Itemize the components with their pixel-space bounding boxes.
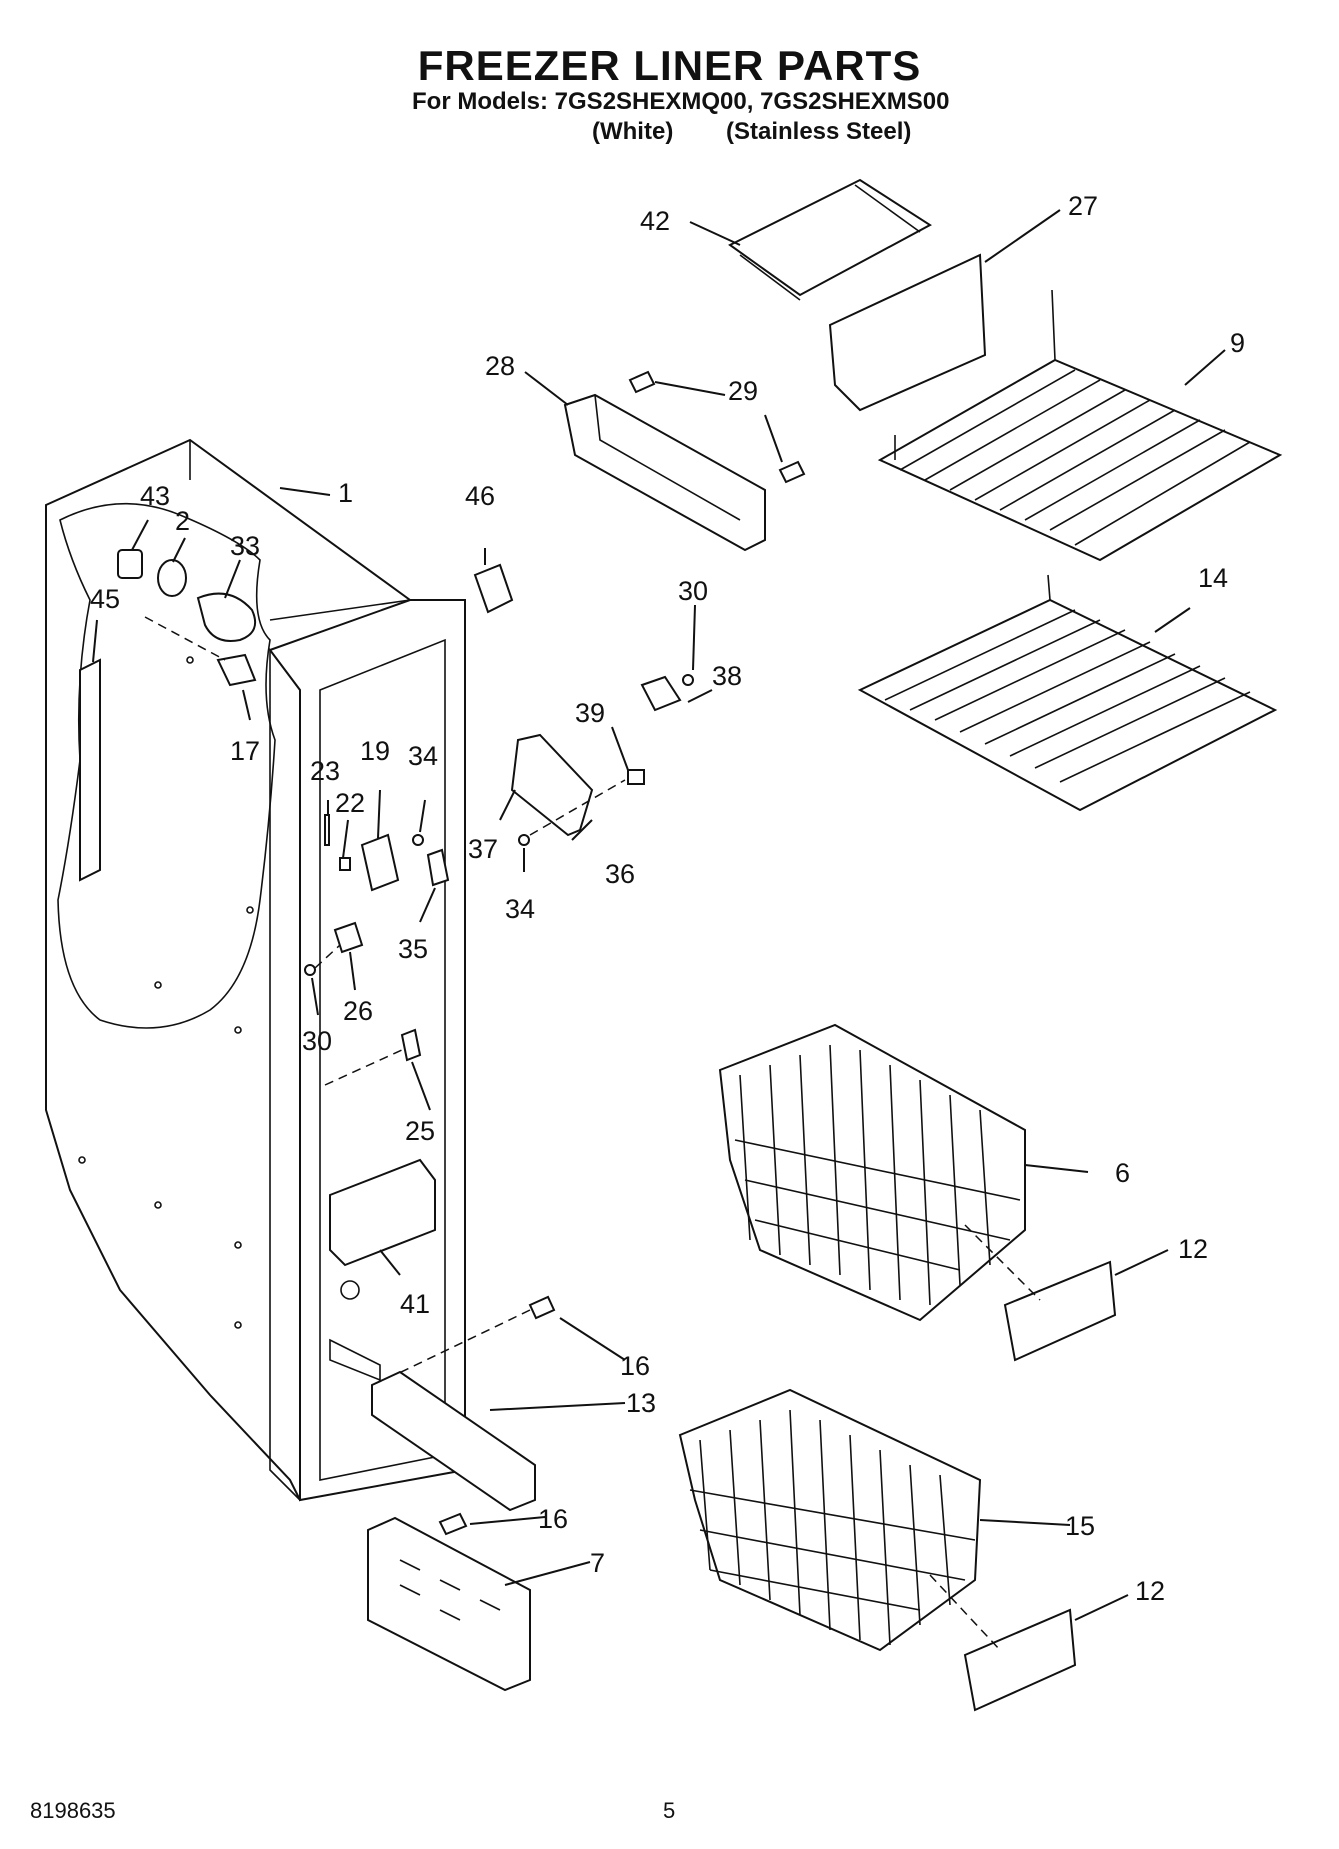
liner-cabinet — [45, 438, 466, 1502]
screw-29b — [778, 460, 806, 484]
clip-22 — [339, 857, 351, 871]
wire-basket-upper — [718, 1023, 1026, 1322]
callout-45: 45 — [90, 584, 120, 614]
callout-12-lower: 12 — [1135, 1576, 1165, 1606]
models-line: For Models: 7GS2SHEXMQ00, 7GS2SHEXMS00 — [412, 88, 950, 115]
switch-25 — [400, 1028, 422, 1062]
callout-34-lower: 34 — [505, 894, 535, 924]
callout-43: 43 — [140, 481, 170, 511]
callout-13: 13 — [626, 1388, 656, 1418]
light-housing-clip — [216, 653, 257, 687]
basket-front-12-lower — [963, 1608, 1077, 1712]
callout-25: 25 — [405, 1116, 435, 1146]
callout-37: 37 — [468, 834, 498, 864]
callout-29: 29 — [728, 376, 758, 406]
screw-34-upper — [412, 834, 424, 846]
bottom-trim-13 — [371, 1370, 536, 1512]
callout-labels: 42 27 28 29 9 1 46 43 2 33 45 30 38 14 1… — [90, 191, 1245, 1606]
basket-front-12-upper — [1003, 1260, 1117, 1362]
wire-shelf-upper — [877, 289, 1283, 562]
control-plate — [510, 733, 594, 837]
callout-16-upper: 16 — [620, 1351, 650, 1381]
callout-22: 22 — [335, 788, 365, 818]
screw-16-upper — [528, 1295, 556, 1320]
screw-30-lower — [304, 964, 316, 976]
callout-38: 38 — [712, 661, 742, 691]
callout-26: 26 — [343, 996, 373, 1026]
callout-41: 41 — [400, 1289, 430, 1319]
knob-39 — [627, 769, 645, 785]
screw-34-lower — [518, 834, 530, 846]
callout-28: 28 — [485, 351, 515, 381]
callout-9: 9 — [1230, 328, 1245, 358]
page-number: 5 — [663, 1798, 676, 1823]
light-socket — [117, 549, 143, 579]
callout-15: 15 — [1065, 1511, 1095, 1541]
callout-36: 36 — [605, 859, 635, 889]
switch-19 — [360, 833, 400, 892]
callout-23: 23 — [310, 756, 340, 786]
bracket-35 — [426, 848, 450, 887]
screw-29a — [628, 370, 656, 394]
wire-basket-lower — [678, 1388, 982, 1652]
callout-30-upper: 30 — [678, 576, 708, 606]
callout-6: 6 — [1115, 1158, 1130, 1188]
callout-17: 17 — [230, 736, 260, 766]
callout-42: 42 — [640, 206, 670, 236]
callout-14: 14 — [1198, 563, 1228, 593]
light-assembly — [117, 549, 257, 687]
callout-39: 39 — [575, 698, 605, 728]
leader-lines — [92, 209, 1226, 1621]
grille-7 — [367, 1516, 531, 1692]
screw-16-lower — [438, 1512, 468, 1536]
variant-white: (White) — [592, 118, 674, 145]
callout-46: 46 — [465, 481, 495, 511]
doc-number: 8198635 — [30, 1798, 116, 1823]
callout-27: 27 — [1068, 191, 1098, 221]
clip-46 — [473, 563, 514, 614]
callout-12-upper: 12 — [1178, 1234, 1208, 1264]
variant-stainless: (Stainless Steel) — [726, 118, 912, 145]
callout-30-lower: 30 — [302, 1026, 332, 1056]
pin-23 — [324, 814, 330, 846]
callout-16-lower: 16 — [538, 1504, 568, 1534]
top-hinge-panel — [728, 178, 932, 297]
wire-shelf-lower — [857, 574, 1278, 812]
callout-2: 2 — [175, 506, 190, 536]
callout-7: 7 — [590, 1548, 605, 1578]
light-bulb — [196, 592, 256, 642]
divider-panel — [828, 253, 987, 412]
control-housing — [563, 393, 766, 552]
page-title: FREEZER LINER PARTS — [417, 42, 922, 89]
callout-34-upper: 34 — [408, 741, 438, 771]
light-shield — [157, 559, 187, 597]
screw-30-upper — [682, 674, 694, 686]
trim-strip — [79, 658, 101, 882]
thermistor-board — [640, 675, 682, 712]
callout-33: 33 — [230, 531, 260, 561]
callout-35: 35 — [398, 934, 428, 964]
callout-1: 1 — [338, 478, 353, 508]
callout-19: 19 — [360, 736, 390, 766]
